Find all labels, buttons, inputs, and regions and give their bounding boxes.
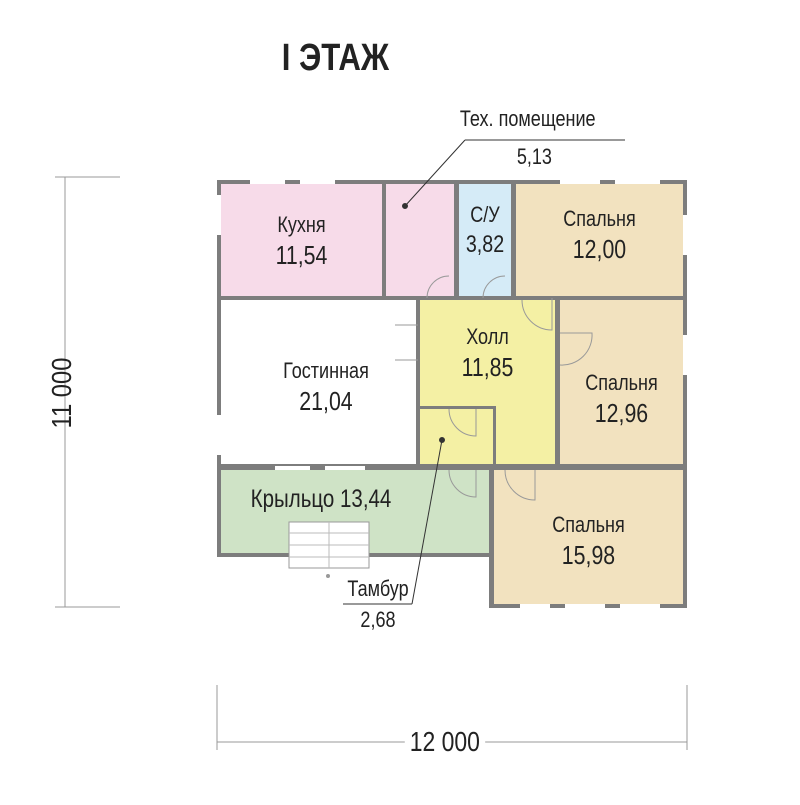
room-bedroom-2: [560, 300, 683, 464]
tambur-name: Тамбур: [347, 576, 409, 601]
tambur-area: 2,68: [360, 607, 396, 632]
height-dimension: 11 000: [45, 357, 77, 429]
room-tech: [386, 184, 454, 296]
floor-title: I ЭТАЖ: [281, 37, 389, 79]
room-bedroom-1: [516, 184, 683, 296]
porch-label: Крыльцо 13,44: [250, 485, 392, 513]
tech-room-name: Тех. помещение: [459, 106, 596, 131]
stairs: [288, 521, 370, 578]
room-wc: [459, 184, 511, 296]
room-kitchen: [221, 184, 382, 296]
tech-room-area: 5,13: [516, 144, 552, 169]
door-swings: [395, 275, 593, 501]
room-bedroom-3: [494, 470, 683, 604]
room-hall: [420, 300, 555, 464]
room-living: [221, 300, 416, 464]
width-dimension: 12 000: [404, 727, 485, 757]
